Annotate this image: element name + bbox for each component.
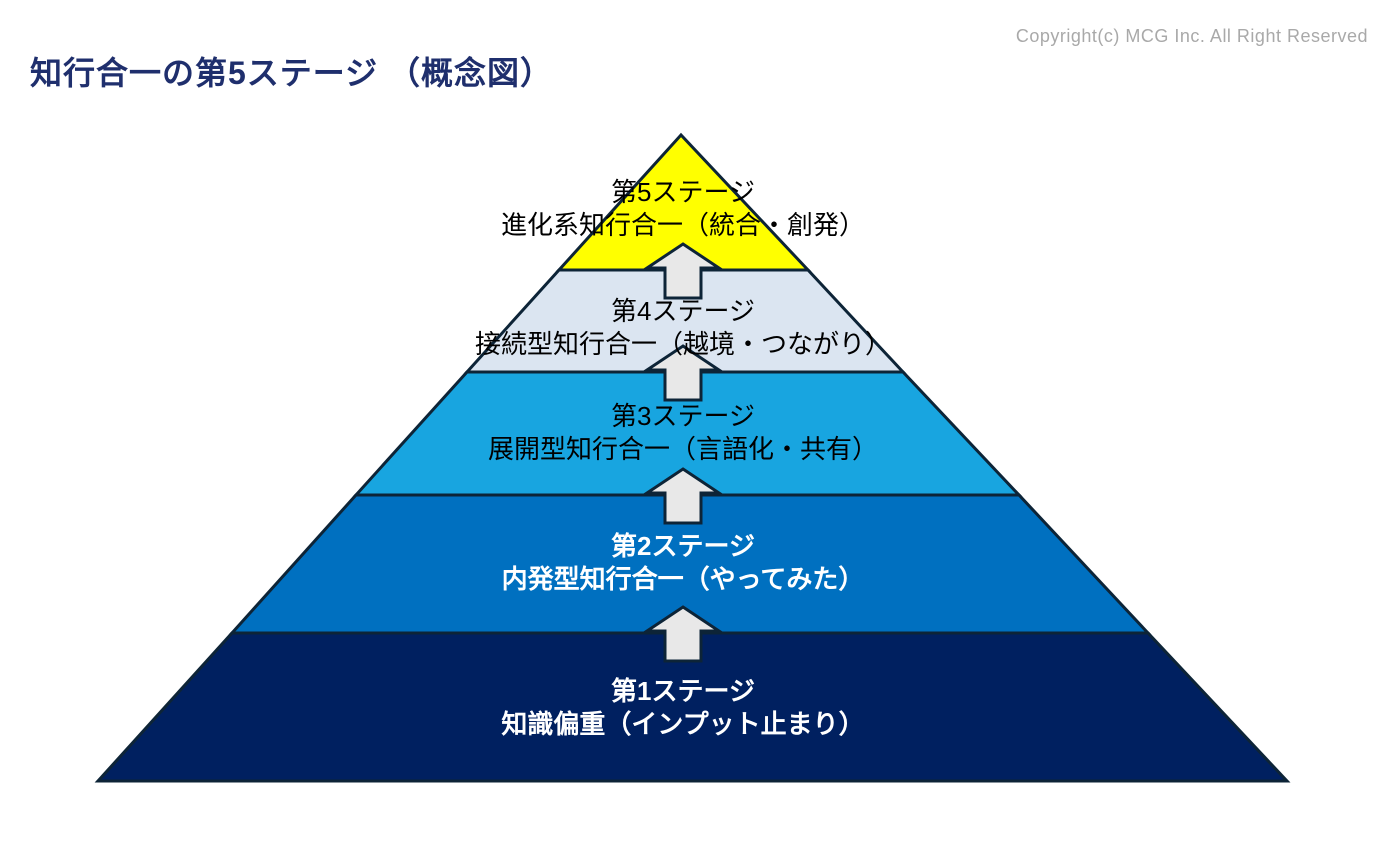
up-arrow-icon-level4-to-level5 bbox=[642, 242, 724, 300]
up-arrow-icon-level2-to-level3 bbox=[642, 467, 724, 525]
up-arrow-icon-level1-to-level2 bbox=[642, 605, 724, 663]
up-arrow-icon-level3-to-level4 bbox=[642, 344, 724, 402]
page-title: 知行合一の第5ステージ （概念図） bbox=[30, 55, 554, 91]
copyright-notice: Copyright(c) MCG Inc. All Right Reserved bbox=[1015, 26, 1368, 46]
